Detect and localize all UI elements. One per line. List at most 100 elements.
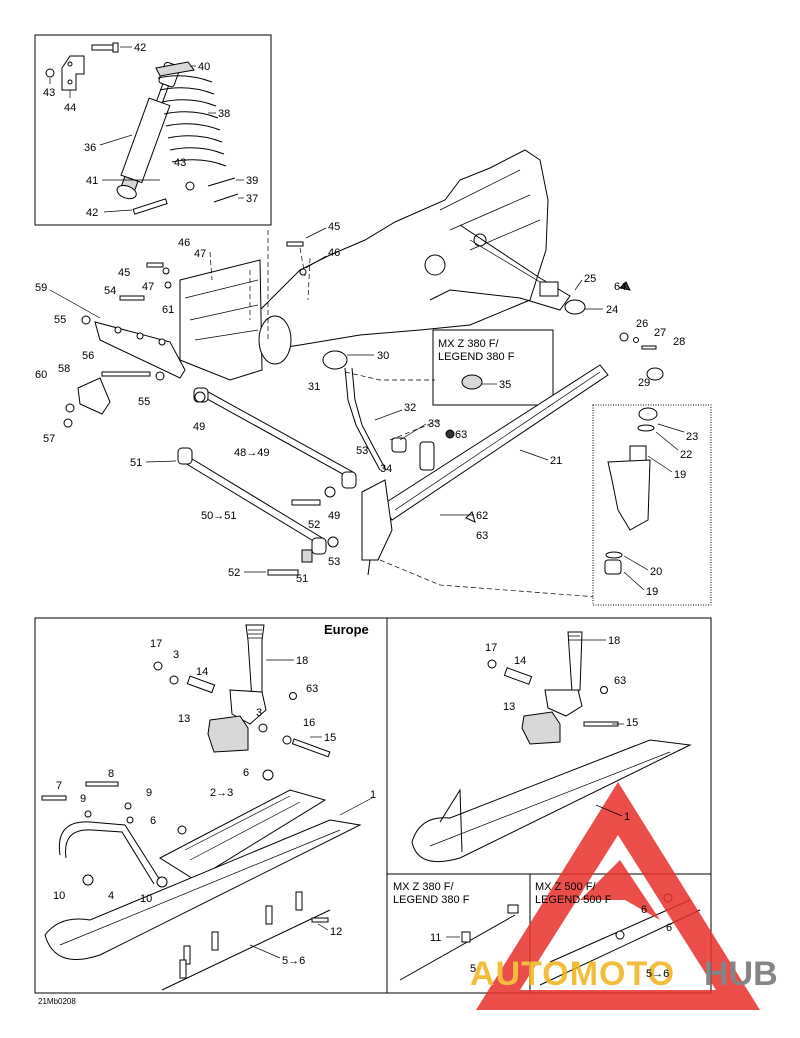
watermark-triangle-logo — [476, 782, 760, 1010]
label: 46 — [178, 237, 190, 249]
label: 30 — [377, 350, 389, 362]
label: 38 — [218, 108, 230, 120]
label: 51 — [296, 573, 308, 585]
label: 27 — [654, 327, 666, 339]
europe-header: Europe — [324, 622, 369, 637]
label: 1 — [370, 789, 376, 801]
label: 11 — [430, 932, 441, 944]
label: 53 — [356, 445, 368, 457]
label: 9 — [146, 787, 152, 799]
label: 23 — [686, 431, 698, 443]
label: 13 — [503, 701, 515, 713]
label: 10 — [53, 890, 65, 902]
callout-mx380-line2: LEGEND 380 F — [438, 351, 515, 363]
label: 33 — [428, 418, 440, 430]
label: 28 — [673, 336, 685, 348]
label: 40 — [198, 61, 210, 73]
label: 63 — [306, 683, 318, 695]
label: 10 — [140, 893, 152, 905]
label: 17 — [150, 638, 162, 650]
label: 29 — [638, 377, 650, 389]
label: 36 — [84, 142, 96, 154]
label: 43 — [174, 157, 186, 169]
labels-right: 17 14 18 63 13 15 1 — [485, 635, 638, 823]
label: 45 — [328, 221, 340, 233]
label: 55 — [54, 314, 66, 326]
label: 22 — [680, 449, 692, 461]
label: 5→6 — [646, 968, 669, 980]
label: 16 — [303, 717, 315, 729]
label: 13 — [178, 713, 190, 725]
label: 42 — [86, 207, 98, 219]
label: 21 — [550, 455, 562, 467]
automotohub-watermark: AUTOMOTO HUB — [470, 782, 778, 1010]
label: 14 — [196, 666, 208, 678]
label: 6 — [243, 767, 249, 779]
label: 31 — [308, 381, 320, 393]
label: 47 — [142, 281, 154, 293]
mx500-header-line1: MX Z 500 F/ — [535, 881, 596, 893]
label: 49 — [193, 421, 205, 433]
label: 8 — [108, 768, 114, 780]
label: 60 — [35, 369, 47, 381]
label: 63 — [476, 530, 488, 542]
label: 48→49 — [234, 447, 269, 459]
label: 4 — [108, 890, 114, 902]
watermark-text-automoto: AUTOMOTO — [470, 955, 675, 993]
label: 15 — [324, 732, 336, 744]
label: 7 — [56, 780, 62, 792]
label: 53 — [328, 556, 340, 568]
labels-top: 42 40 43 44 38 36 43 41 39 42 37 — [43, 42, 258, 219]
label: 59 — [35, 282, 47, 294]
europe-ski-panel — [34, 617, 388, 994]
label: 6 — [666, 922, 672, 934]
label: 49 — [328, 510, 340, 522]
labels-frame: 45 46 46 45 47 47 54 59 61 55 25 64 24 2… — [35, 221, 698, 598]
label: 55 — [138, 396, 150, 408]
label: 37 — [246, 193, 258, 205]
label: 42 — [134, 42, 146, 54]
label: 19 — [674, 469, 686, 481]
label: 46 — [328, 247, 340, 259]
label: 47 — [194, 248, 206, 260]
label: 6 — [150, 815, 156, 827]
label: 12 — [330, 926, 342, 938]
labels-subpanels: 11 5 6 6 5→6 — [430, 904, 672, 980]
label: 63 — [614, 675, 626, 687]
label: 5→6 — [282, 955, 305, 967]
label: 9 — [80, 793, 86, 805]
label: 25 — [584, 273, 596, 285]
label: 5 — [470, 963, 476, 975]
figure-id: 21Mb0208 — [38, 997, 76, 1006]
label: 57 — [43, 433, 55, 445]
label: 54 — [104, 285, 116, 297]
label: 52 — [228, 567, 240, 579]
label: 44 — [64, 102, 76, 114]
label: 45 — [118, 267, 130, 279]
label: 6 — [641, 904, 647, 916]
label: 18 — [296, 655, 308, 667]
label: 64 — [614, 281, 626, 293]
label: 34 — [380, 463, 392, 475]
label: 26 — [636, 318, 648, 330]
label: 24 — [606, 304, 618, 316]
label: 15 — [626, 717, 638, 729]
label: 18 — [608, 635, 620, 647]
label: 50→51 — [201, 510, 236, 522]
label: 3 — [173, 649, 179, 661]
label: 3 — [256, 707, 262, 719]
label: 52 — [308, 519, 320, 531]
watermark-text-hub: HUB — [704, 955, 778, 993]
shock-inset — [34, 34, 272, 226]
label: 19 — [646, 586, 658, 598]
mx380-header-line1: MX Z 380 F/ — [393, 881, 454, 893]
label: 61 — [162, 304, 174, 316]
front-suspension — [63, 149, 664, 599]
label: 41 — [86, 175, 98, 187]
label: 43 — [43, 87, 55, 99]
label: 56 — [82, 350, 94, 362]
label: 35 — [499, 379, 511, 391]
label: 20 — [650, 566, 662, 578]
spindle-inset — [592, 404, 712, 606]
label: 51 — [130, 457, 142, 469]
